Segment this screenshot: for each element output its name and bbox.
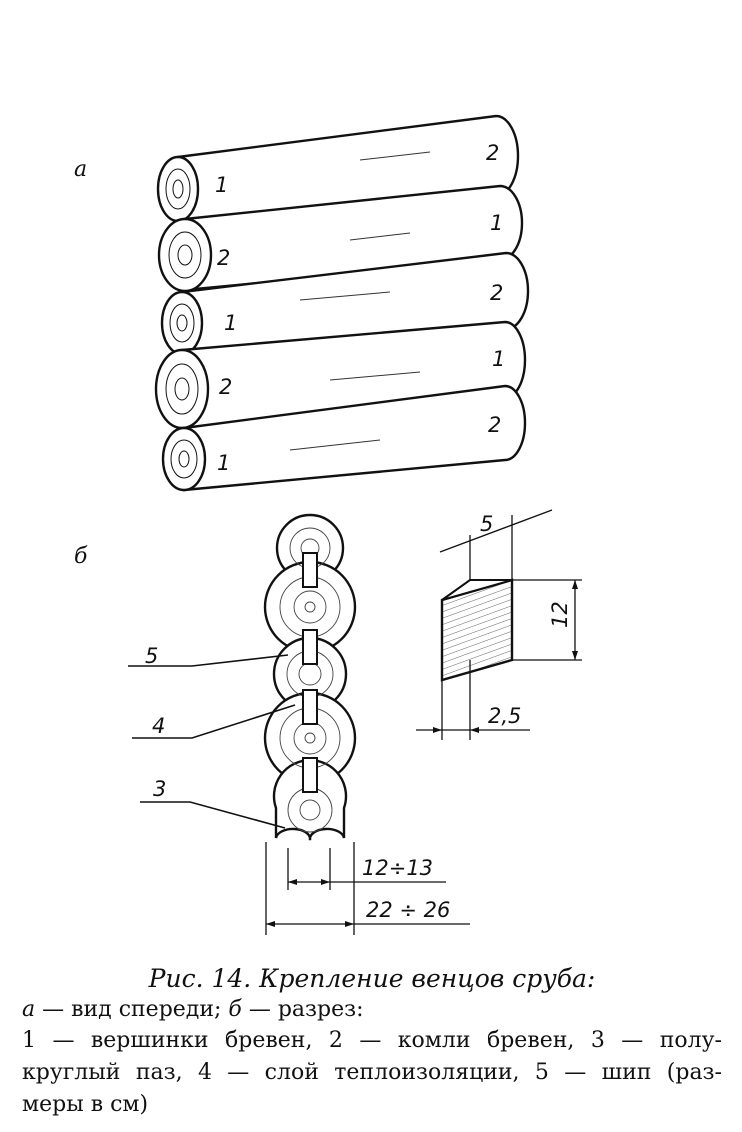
callout-4: 4 — [152, 714, 165, 738]
figure-legend-line: круглый паз, 4 — слой теплоизоляции, 5 —… — [22, 1060, 722, 1085]
front-view-logs — [154, 114, 530, 492]
log-mark-left: 1 — [224, 311, 237, 335]
dim-inner-width: 12÷13 — [362, 856, 433, 880]
figure-legend-panels: а — вид спереди; б — разрез: — [22, 996, 722, 1024]
legend-key-b: б — [228, 997, 242, 1022]
log-mark-right: 2 — [486, 141, 499, 165]
figure-caption-title: Рис. 14. Крепление венцов сруба: — [148, 964, 596, 993]
legend-key-a: а — [22, 997, 36, 1022]
figure-legend-line: 1 — вершинки бревен, 2 — комли бревен, 3… — [22, 1028, 722, 1053]
callout-5: 5 — [145, 644, 158, 668]
legend-text-a: — вид спереди; — [35, 997, 229, 1022]
dim-tenon-depth: 2,5 — [488, 704, 521, 728]
log-mark-right: 2 — [488, 413, 501, 437]
tenon-detail — [440, 578, 514, 682]
dim-tenon-thickness: 5 — [480, 512, 493, 536]
panel-label-b: б — [74, 544, 88, 569]
log-mark-right: 1 — [492, 347, 505, 371]
log-mark-left: 2 — [217, 246, 230, 270]
log-5 — [161, 384, 527, 492]
log-wall-figure: а — [74, 114, 582, 935]
panel-label-a: а — [74, 157, 87, 182]
callout-leaders — [128, 654, 296, 829]
log-mark-left: 1 — [217, 451, 230, 475]
section-view-logs — [263, 513, 357, 841]
log-mark-right: 1 — [490, 211, 503, 235]
dim-tenon-height: 12 — [548, 601, 572, 628]
section-dimensions — [265, 842, 470, 935]
dim-outer-width: 22 ÷ 26 — [366, 898, 450, 922]
figure-legend-line: меры в см) — [22, 1092, 149, 1117]
log-mark-right: 2 — [490, 281, 503, 305]
log-mark-left: 2 — [219, 375, 232, 399]
callout-3: 3 — [153, 777, 166, 801]
log-mark-left: 1 — [215, 173, 228, 197]
tenon-dimensions — [416, 509, 582, 740]
legend-text-b: — разрез: — [241, 997, 364, 1022]
